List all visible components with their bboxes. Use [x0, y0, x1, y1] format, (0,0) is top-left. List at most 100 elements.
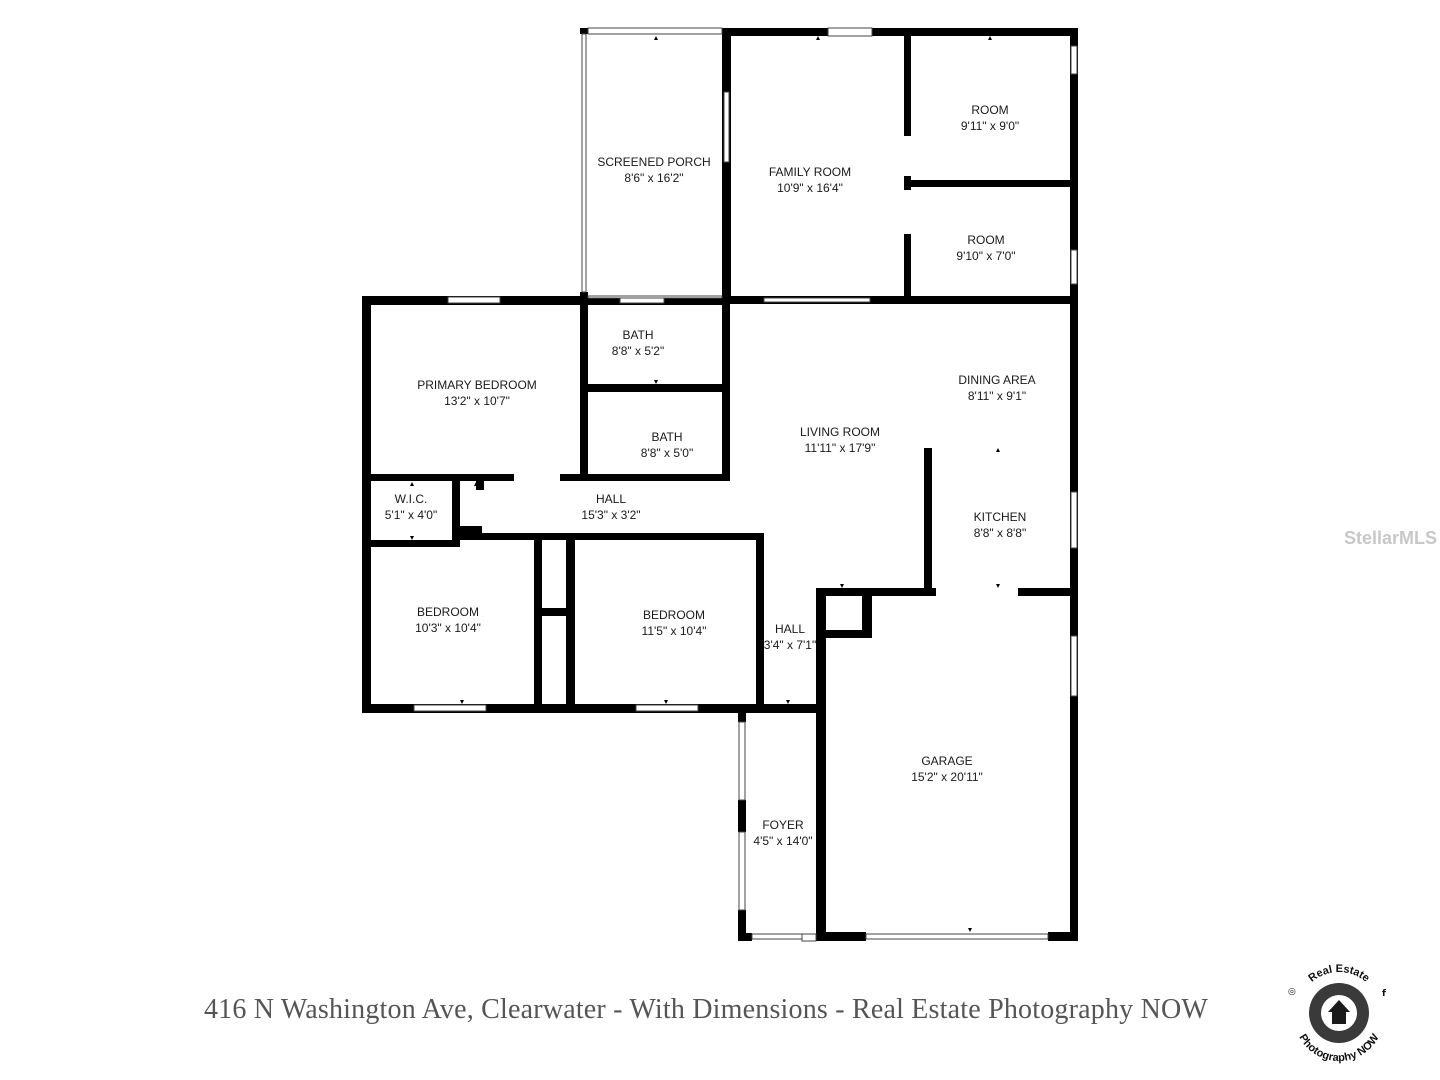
- room-name-screened-porch: SCREENED PORCH: [597, 155, 710, 169]
- room-dims-room-1: 9'11" x 9'0": [961, 119, 1019, 133]
- door-marker: [460, 700, 464, 704]
- room-dims-foyer: 4'5" x 14'0": [753, 834, 812, 848]
- door-marker: [474, 482, 478, 486]
- wall: [566, 533, 575, 713]
- door-marker: [816, 36, 820, 40]
- room-name-room-1: ROOM: [971, 103, 1008, 117]
- wall: [560, 474, 730, 481]
- wall: [722, 296, 730, 480]
- wall: [362, 704, 818, 713]
- wall: [904, 234, 911, 302]
- door-marker: [996, 448, 1000, 452]
- room-name-living-room: LIVING ROOM: [800, 425, 880, 439]
- room-dims-kitchen: 8'8" x 8'8": [974, 526, 1026, 540]
- window: [723, 91, 730, 163]
- room-name-bath-1: BATH: [622, 328, 653, 342]
- door-marker: [988, 36, 992, 40]
- room-dims-bedroom-1: 10'3" x 10'4": [415, 621, 481, 635]
- room-name-garage: GARAGE: [921, 754, 972, 768]
- door-marker: [410, 482, 414, 486]
- room-dims-bath-2: 8'8" x 5'0": [641, 446, 693, 460]
- room-dims-dining-area: 8'11" x 9'1": [968, 389, 1026, 403]
- door-marker: [410, 536, 414, 540]
- room-dims-hall-2: 3'4" x 7'1": [764, 638, 816, 652]
- wall: [580, 28, 588, 34]
- room-name-kitchen: KITCHEN: [974, 510, 1027, 524]
- room-name-hall-1: HALL: [596, 492, 626, 506]
- window: [447, 296, 501, 304]
- door-marker: [996, 584, 1000, 588]
- door-marker: [988, 296, 992, 300]
- door-marker: [968, 928, 972, 932]
- room-dims-primary-bedroom: 13'2" x 10'7": [444, 394, 510, 408]
- wall: [452, 526, 482, 534]
- window: [801, 933, 817, 942]
- room-name-bath-2: BATH: [651, 430, 682, 444]
- instagram-icon: ◎: [1288, 987, 1296, 997]
- wall: [738, 800, 746, 832]
- wall: [904, 30, 911, 136]
- wall: [362, 296, 730, 305]
- door-markers: [410, 36, 1000, 932]
- room-name-bedroom-2: BEDROOM: [643, 608, 705, 622]
- window: [1070, 45, 1078, 75]
- wall: [738, 708, 746, 722]
- wall: [362, 540, 460, 547]
- wall: [816, 588, 936, 596]
- photography-logo: Real Estate Photography NOW ◎ f: [1288, 963, 1386, 1064]
- door-marker: [840, 584, 844, 588]
- facebook-icon: f: [1382, 989, 1386, 999]
- wall: [722, 296, 1078, 304]
- wall: [816, 588, 826, 940]
- room-dims-garage: 15'2" x 20'11": [911, 770, 983, 784]
- caption: 416 N Washington Ave, Clearwater - With …: [203, 994, 1209, 1025]
- wall: [738, 933, 752, 941]
- room-dims-bedroom-2: 11'5" x 10'4": [642, 624, 707, 638]
- window: [1070, 491, 1078, 549]
- room-name-dining-area: DINING AREA: [958, 373, 1035, 387]
- wall: [862, 588, 872, 638]
- logo-house-icon: [1328, 1000, 1350, 1024]
- window: [827, 27, 873, 37]
- wall: [722, 28, 731, 302]
- door-marker: [654, 36, 658, 40]
- wall: [924, 448, 932, 596]
- wall: [1018, 588, 1078, 596]
- logo-top-text: Real Estate: [1306, 963, 1371, 985]
- window: [581, 33, 587, 293]
- door-marker: [654, 380, 658, 384]
- room-dims-living-room: 11'11" x 17'9": [805, 441, 876, 455]
- door-marker: [786, 700, 790, 704]
- windows: [413, 27, 1078, 942]
- wall: [534, 608, 574, 616]
- door-marker: [664, 700, 668, 704]
- wall: [452, 474, 460, 544]
- room-dims-screened-porch: 8'6" x 16'2": [624, 171, 683, 185]
- window: [587, 27, 723, 35]
- wall: [476, 474, 484, 490]
- room-dims-wic: 5'1" x 4'0": [385, 508, 437, 522]
- wall: [534, 533, 542, 713]
- garage-door: [865, 933, 1049, 940]
- room-labels: SCREENED PORCH 8'6" x 16'2" FAMILY ROOM …: [385, 103, 1036, 848]
- room-name-wic: W.I.C.: [395, 492, 428, 506]
- wall: [722, 28, 1078, 36]
- window: [635, 704, 699, 712]
- room-name-foyer: FOYER: [762, 818, 804, 832]
- wall: [756, 533, 764, 713]
- room-dims-hall-1: 15'3" x 3'2": [581, 508, 640, 522]
- wall: [904, 180, 1072, 187]
- window: [587, 295, 723, 299]
- walls: [362, 28, 1078, 941]
- room-dims-bath-1: 8'8" x 5'2": [612, 344, 664, 358]
- room-dims-room-2: 9'10" x 7'0": [956, 249, 1015, 263]
- wall: [1048, 932, 1078, 941]
- wall: [460, 533, 764, 540]
- window: [1070, 249, 1078, 285]
- wall: [1070, 28, 1078, 940]
- window: [738, 721, 746, 801]
- wall: [816, 932, 866, 941]
- wall: [362, 474, 514, 481]
- wall: [580, 384, 730, 392]
